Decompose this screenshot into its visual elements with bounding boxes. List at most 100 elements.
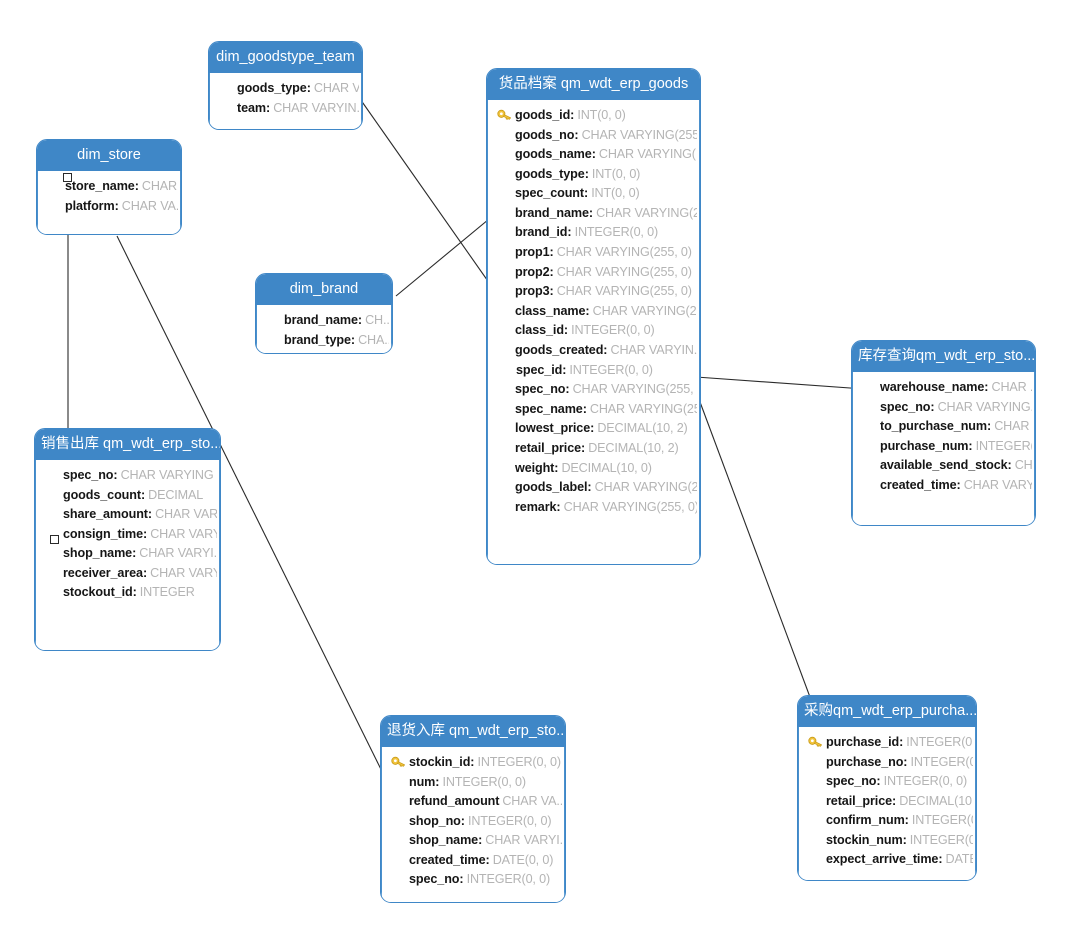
field-row[interactable]: goods_label:CHAR VARYING(2...	[490, 477, 697, 497]
field-row[interactable]: stockin_id:INTEGER(0, 0)	[384, 752, 562, 772]
field-row[interactable]: goods_id:INT(0, 0)	[490, 105, 697, 125]
field-name: confirm_num	[826, 813, 905, 828]
field-name: brand_type	[284, 332, 351, 347]
key-slot-empty	[496, 382, 515, 396]
key-slot-empty	[496, 284, 515, 298]
field-row[interactable]: platform:CHAR VA...	[40, 196, 178, 216]
field-row[interactable]: class_id:INTEGER(0, 0)	[490, 321, 697, 341]
field-name: shop_name	[409, 833, 479, 848]
field-row[interactable]: goods_no:CHAR VARYING(255...	[490, 125, 697, 145]
field-row[interactable]: prop2:CHAR VARYING(255, 0)	[490, 262, 697, 282]
field-name: remark	[515, 499, 557, 514]
key-slot-empty	[44, 488, 63, 502]
key-slot-empty	[496, 128, 515, 142]
field-type: CHAR VARY...	[963, 477, 1032, 492]
field-name: retail_price	[826, 793, 893, 808]
field-type: INT(0, 0)	[591, 166, 641, 181]
field-type: INTEGER(0, 0)	[883, 774, 968, 789]
entity-title-goods: 货品档案 qm_wdt_erp_goods	[487, 69, 700, 101]
entity-sales_out[interactable]: 销售出库 qm_wdt_erp_sto... spec_no:CHAR VARYI…	[34, 428, 221, 651]
field-separator: :	[147, 507, 153, 522]
field-separator: :	[142, 526, 148, 541]
field-row[interactable]: lowest_price:DECIMAL(10, 2)	[490, 419, 697, 439]
field-row[interactable]: warehouse_name:CHAR ...	[855, 377, 1032, 397]
field-row[interactable]: created_time:DATE(0, 0)	[384, 850, 562, 870]
field-row[interactable]: share_amount:CHAR VAR...	[38, 504, 217, 524]
field-row[interactable]: created_time:CHAR VARY...	[855, 475, 1032, 495]
field-name: goods_label	[515, 480, 588, 495]
field-type: CH...	[365, 312, 389, 327]
field-row[interactable]: available_send_stock:CH...	[855, 456, 1032, 476]
entity-title-dim_store: dim_store	[37, 140, 181, 172]
field-row[interactable]: num:INTEGER(0, 0)	[384, 772, 562, 792]
key-slot-empty	[861, 478, 880, 492]
key-slot-empty	[390, 833, 409, 847]
field-row[interactable]: store_name:CHAR ...	[40, 176, 178, 196]
field-name: class_id	[515, 323, 564, 338]
field-row[interactable]: shop_name:CHAR VARYI...	[384, 831, 562, 851]
field-row[interactable]: receiver_area:CHAR VARY...	[38, 563, 217, 583]
field-row[interactable]: expect_arrive_time:DATE(...	[801, 850, 973, 870]
field-separator: :	[549, 264, 554, 279]
field-row[interactable]: brand_name:CH...	[259, 310, 389, 330]
field-row[interactable]: stockout_id:INTEGER	[38, 583, 217, 603]
field-row[interactable]: shop_name:CHAR VARYI...	[38, 544, 217, 564]
field-type: DATE(0, 0)	[492, 852, 554, 867]
field-row[interactable]: goods_count:DECIMAL	[38, 485, 217, 505]
field-type: CHAR VARYING(255, 0)	[556, 284, 692, 299]
field-row[interactable]: brand_type:CHA...	[259, 330, 389, 350]
field-name: purchase_id	[826, 734, 900, 749]
entity-stock_query[interactable]: 库存查询qm_wdt_erp_sto...warehouse_name:CHAR…	[851, 340, 1036, 526]
connector-sales-shop-name[interactable]	[50, 535, 59, 544]
field-row[interactable]: weight:DECIMAL(10, 0)	[490, 458, 697, 478]
field-row[interactable]: consign_time:CHAR VARY...	[38, 524, 217, 544]
field-row[interactable]: goods_type:INT(0, 0)	[490, 164, 697, 184]
field-row[interactable]: purchase_no:INTEGER(0, 0)	[801, 752, 973, 772]
field-row[interactable]: retail_price:DECIMAL(10, 2)	[490, 438, 697, 458]
field-row[interactable]: goods_name:CHAR VARYING(...	[490, 144, 697, 164]
key-slot-empty	[496, 206, 515, 220]
field-row[interactable]: spec_count:INT(0, 0)	[490, 184, 697, 204]
field-row[interactable]: prop3:CHAR VARYING(255, 0)	[490, 281, 697, 301]
entity-return_in[interactable]: 退货入库 qm_wdt_erp_sto...stockin_id:INTEGER…	[380, 715, 566, 903]
field-row[interactable]: brand_name:CHAR VARYING(2...	[490, 203, 697, 223]
field-separator: :	[554, 460, 559, 475]
entity-dim_brand[interactable]: dim_brandbrand_name:CH...brand_type:CHA.…	[255, 273, 393, 354]
field-separator: :	[585, 303, 590, 318]
entity-title-sales_out: 销售出库 qm_wdt_erp_sto...	[35, 429, 220, 461]
field-row[interactable]: brand_id:INTEGER(0, 0)	[490, 223, 697, 243]
field-row[interactable]: spec_no:INTEGER(0, 0)	[384, 870, 562, 890]
field-row[interactable]: prop1:CHAR VARYING(255, 0)	[490, 242, 697, 262]
field-row[interactable]: spec_name :CHAR VARYING(25...	[490, 399, 697, 419]
field-row[interactable]: purchase_num:INTEGER(...	[855, 436, 1032, 456]
field-row[interactable]: stockin_num:INTEGER(0, 0)	[801, 830, 973, 850]
field-row[interactable]: to_purchase_num:CHAR ...	[855, 416, 1032, 436]
entity-purchase[interactable]: 采购qm_wdt_erp_purcha...purchase_id:INTEGE…	[797, 695, 977, 881]
field-type: INTEGER(...	[975, 438, 1032, 453]
field-row[interactable]: spec_id:INTEGER(0, 0)	[490, 360, 697, 380]
field-row[interactable]: team:CHAR VARYIN...	[212, 98, 359, 118]
field-name: spec_no	[515, 382, 566, 397]
field-row[interactable]: remark:CHAR VARYING(255, 0)	[490, 497, 697, 517]
field-row[interactable]: purchase_id:INTEGER(0, 0)	[801, 732, 973, 752]
field-row[interactable]: class_name:CHAR VARYING(25...	[490, 301, 697, 321]
field-row[interactable]: spec_no:CHAR VARYING(255, 0)	[490, 379, 697, 399]
entity-fields-dim_store: store_name:CHAR ...platform:CHAR VA...	[37, 171, 181, 234]
field-row[interactable]: retail_price:DECIMAL(10, 2)	[801, 791, 973, 811]
key-slot-empty	[861, 380, 880, 394]
field-row[interactable]: spec_no:INTEGER(0, 0)	[801, 771, 973, 791]
field-type: DECIMAL(10, 0)	[561, 460, 652, 475]
key-slot-empty	[46, 199, 65, 213]
field-row[interactable]: goods_type:CHAR V...	[212, 78, 359, 98]
field-type: CHAR VARYING(25...	[592, 303, 697, 318]
field-row[interactable]: goods_created:CHAR VARYIN...	[490, 340, 697, 360]
field-row[interactable]: shop_no:INTEGER(0, 0)	[384, 811, 562, 831]
field-row[interactable]: confirm_num:INTEGER(0, ...	[801, 811, 973, 831]
field-row[interactable]: spec_no :CHAR VARYING...	[855, 397, 1032, 417]
connector-dim-store-store-name[interactable]	[63, 173, 72, 182]
field-row[interactable]: spec_no:CHAR VARYING	[38, 465, 217, 485]
